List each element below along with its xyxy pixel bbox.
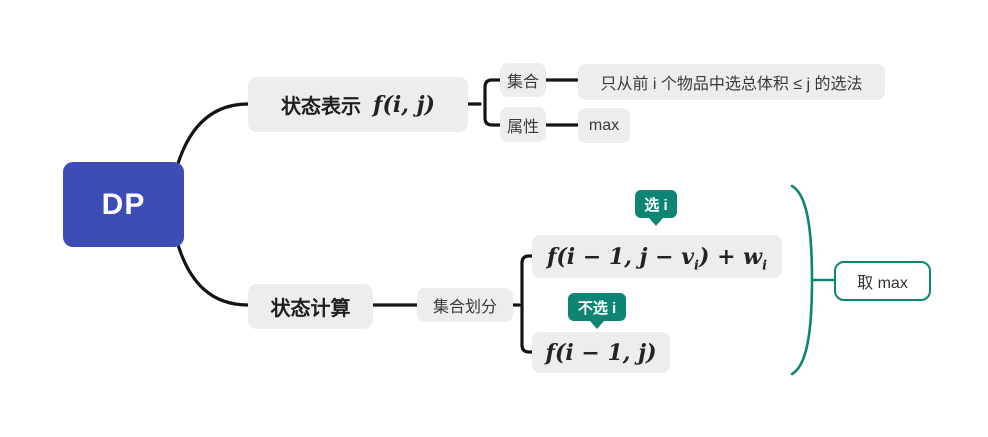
edge-root-to-representation (174, 102, 250, 172)
take-max-label: 取 max (857, 275, 908, 292)
state-representation-label: 状态表示 (281, 96, 362, 118)
state-calculation-label: 状态计算 (270, 298, 351, 320)
root-node-dp[interactable]: DP (63, 162, 184, 247)
state-representation-math: f(i, j) (373, 91, 435, 118)
node-take-max[interactable]: 取 max (834, 261, 931, 301)
attribute-max-label: max (588, 116, 620, 134)
root-label: DP (101, 187, 146, 221)
set-partition-label: 集合划分 (432, 299, 497, 316)
node-formula-not-choose[interactable]: f(i − 1, j) (532, 332, 670, 373)
attribute-label: 属性 (506, 118, 539, 136)
fork-representation-children (483, 78, 502, 127)
badge-choose-i[interactable]: 选 i (635, 190, 677, 218)
badge-choose-i-label: 选 i (644, 196, 668, 214)
set-label: 集合 (506, 74, 539, 91)
node-set-description[interactable]: 只从前 i 个物品中选总体积 ≤ j 的选法 (578, 64, 885, 100)
node-attribute[interactable]: 属性 (500, 107, 546, 142)
node-set-partition[interactable]: 集合划分 (417, 288, 513, 322)
node-formula-choose[interactable]: f(i − 1, j − vi) + wi (532, 235, 782, 278)
node-state-representation[interactable]: 状态表示 f(i, j) (248, 77, 468, 132)
summary-brace (790, 184, 814, 376)
fork-partition-cases (520, 254, 534, 354)
badge-not-choose-i[interactable]: 不选 i (568, 293, 626, 321)
badge-not-choose-i-label: 不选 i (577, 299, 617, 317)
formula-choose-text: f(i − 1, j − vi) + wi (546, 243, 768, 273)
edge-root-to-calculation (174, 236, 250, 307)
formula-not-choose-text: f(i − 1, j) (545, 339, 657, 366)
node-attribute-max[interactable]: max (578, 108, 630, 143)
node-set[interactable]: 集合 (500, 63, 546, 97)
set-description-label: 只从前 i 个物品中选总体积 ≤ j 的选法 (600, 76, 863, 93)
node-state-calculation[interactable]: 状态计算 (248, 284, 373, 329)
